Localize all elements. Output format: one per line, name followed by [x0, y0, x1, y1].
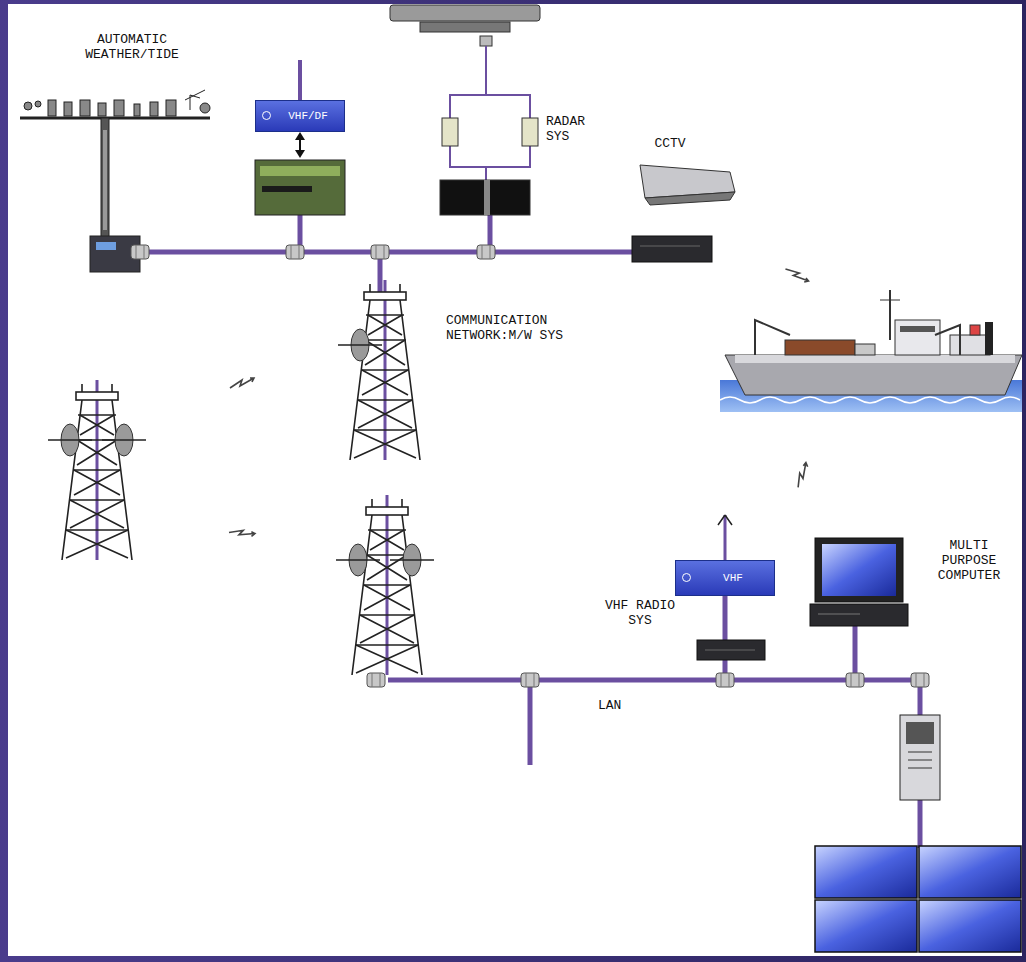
indicator-dot	[682, 573, 691, 582]
indicator-dot	[262, 111, 271, 120]
radio-unit-box: VHF/DF	[255, 100, 345, 132]
equipment-label: LAN	[598, 698, 648, 713]
unit-label: VHF/DF	[288, 110, 328, 122]
equipment-label: MULTI PURPOSE COMPUTER	[930, 538, 1008, 583]
cctv-camera	[632, 165, 735, 262]
equipment-label: RADAR SYS	[546, 114, 608, 144]
equipment-label: CCTV	[640, 136, 700, 151]
radio-unit-box: VHF	[675, 560, 775, 596]
server	[900, 715, 940, 800]
equipment-label: COMMUNICATION NETWORK:M/W SYS	[446, 313, 596, 343]
unit-label: VHF	[723, 572, 743, 584]
equipment-label: VHF RADIO SYS	[596, 598, 684, 628]
ship	[720, 290, 1022, 412]
equipment-label: AUTOMATIC WEATHER/TIDE	[62, 32, 202, 62]
video-wall	[815, 846, 1021, 952]
radar-antenna	[390, 5, 540, 215]
weather-station	[20, 90, 210, 272]
computer	[810, 538, 908, 626]
